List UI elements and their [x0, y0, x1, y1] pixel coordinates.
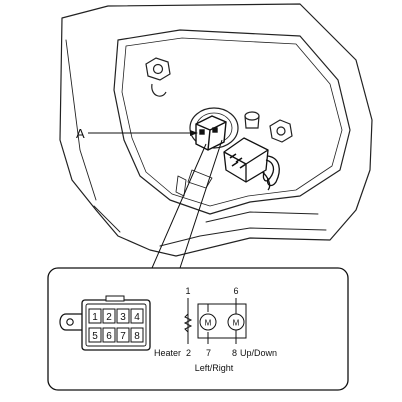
leftright-motor-letter: M [205, 319, 212, 328]
schematic-pin-7: 7 [206, 348, 211, 358]
schematic-pin-6: 6 [233, 286, 238, 296]
updown-label: Up/Down [240, 348, 277, 358]
pin-cell-1 [88, 308, 102, 324]
schematic-pin-2: 2 [186, 348, 191, 358]
leftright-label: Left/Right [195, 363, 234, 373]
mounting-nut-right [269, 119, 293, 143]
leftright-motor-symbol [199, 313, 217, 331]
heater-label: Heater [154, 348, 181, 358]
harness-connector [223, 137, 280, 191]
pin-cell-7 [116, 327, 130, 343]
pin-cell-5 [88, 327, 102, 343]
motor-enclosure [197, 303, 247, 339]
door-panel-illustration [59, 3, 373, 257]
pin-cell-2 [102, 308, 116, 324]
callout-a: A [76, 126, 198, 141]
schematic-pin-1: 1 [185, 286, 190, 296]
schematic-pin-8: 8 [232, 348, 237, 358]
mounting-nut-upper [145, 57, 171, 97]
wiring-schematic: M M 1 6 Heater 2 7 8 Up/Down Left/Right [154, 286, 277, 373]
callout-a-arrowhead [190, 130, 198, 136]
pin-cell-3 [116, 308, 130, 324]
mirror-connector-a [195, 115, 227, 151]
pin-label-2: 2 [106, 312, 112, 323]
pin-label-1: 1 [92, 312, 98, 323]
pin-cell-8 [130, 327, 144, 343]
callout-a-label: A [76, 126, 85, 141]
inset-leader-lines [151, 139, 223, 269]
updown-motor-symbol [227, 313, 245, 331]
pin-cell-4 [130, 308, 144, 324]
pin-label-7: 7 [120, 331, 126, 342]
pin-label-3: 3 [120, 312, 126, 323]
pin-cells: 1 2 3 4 5 6 7 8 [88, 308, 144, 343]
pin-label-6: 6 [106, 331, 112, 342]
pin-label-5: 5 [92, 331, 98, 342]
heater-element-symbol [183, 313, 193, 333]
mounting-stud [244, 111, 260, 129]
pin-cell-6 [102, 327, 116, 343]
pin-label-4: 4 [134, 312, 140, 323]
updown-motor-letter: M [233, 319, 240, 328]
pin-label-8: 8 [134, 331, 140, 342]
